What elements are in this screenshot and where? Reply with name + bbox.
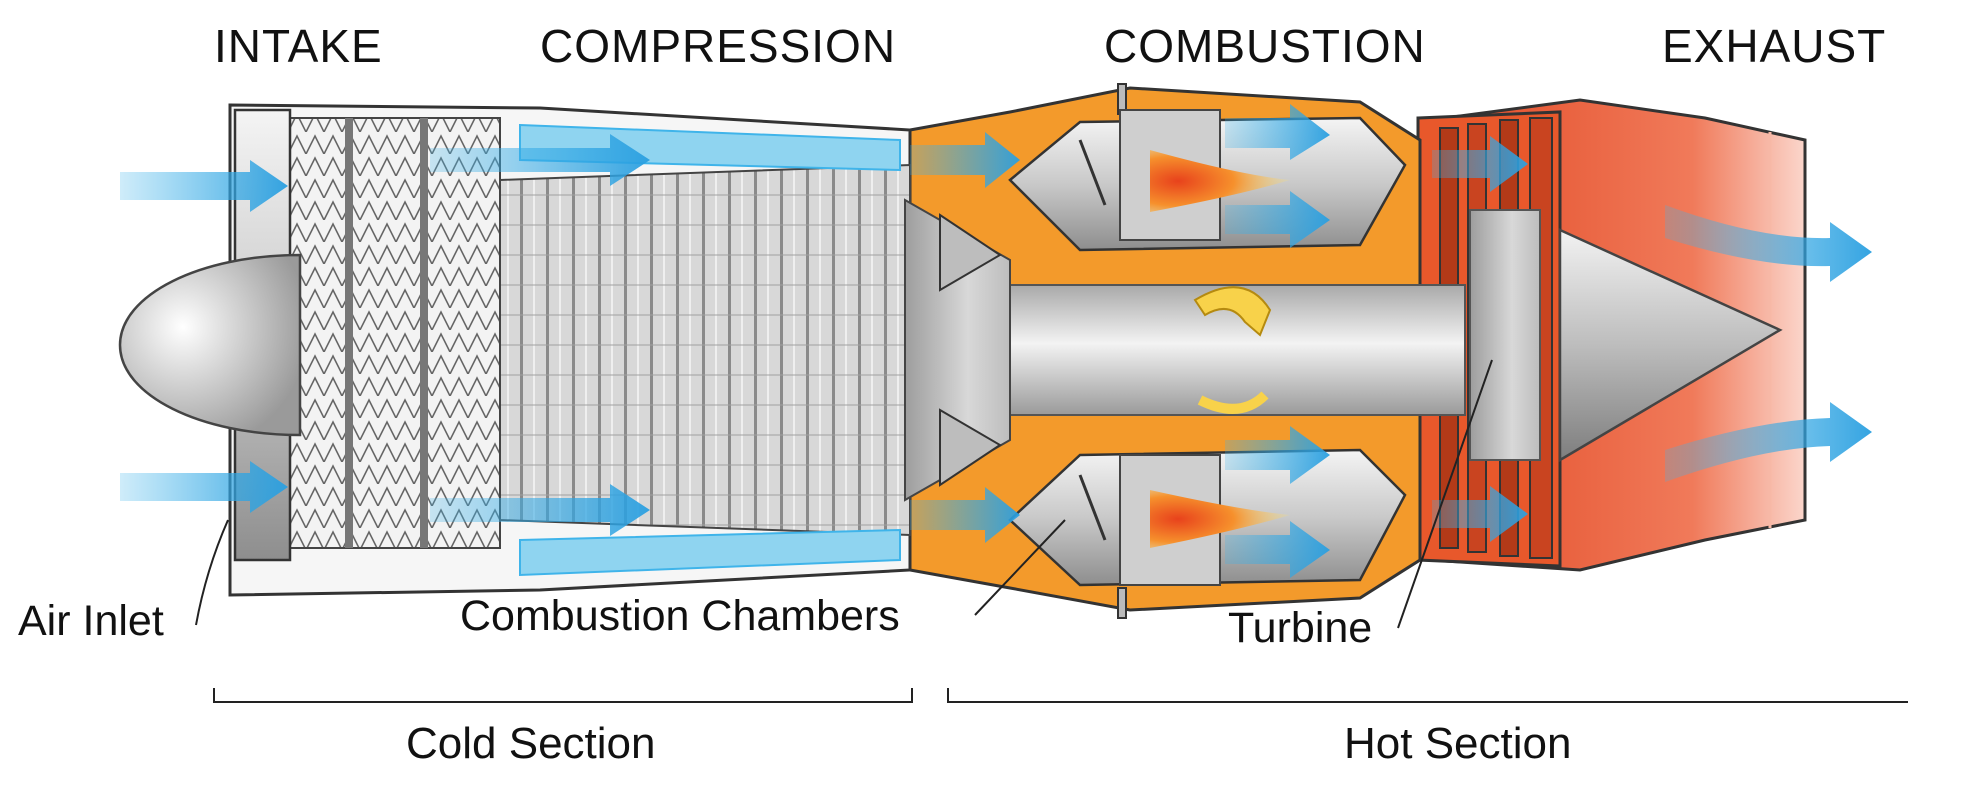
airflow-arrow [1225,191,1330,248]
airflow-arrow [120,461,288,513]
part-label-turbine: Turbine [1228,604,1372,652]
part-label-combustion-chambers: Combustion Chambers [460,592,900,640]
stage-label-exhaust: EXHAUST [1662,20,1886,72]
airflow-arrow [1665,205,1872,282]
turbine-discs [1439,117,1553,559]
airflow-arrow [1432,136,1528,192]
airflow-arrows [120,104,1872,578]
combustion-chamber-upper [1008,109,1407,252]
leader-air-inlet [195,519,229,626]
airflow-arrow [430,484,650,536]
part-label-air-inlet: Air Inlet [18,597,164,645]
airflow-arrow [1225,104,1330,160]
airflow-arrow [910,487,1020,543]
stage-label-combustion: COMBUSTION [1104,20,1426,72]
leader-turbine [1397,359,1493,629]
airflow-arrow [1432,486,1528,542]
combustion-chamber-lower [1008,448,1407,587]
airflow-arrow [910,132,1020,188]
airflow-arrow [1225,426,1330,484]
stage-label-compression: COMPRESSION [540,20,896,72]
nose-spinner [118,253,302,437]
cold-section-bracket [213,688,913,703]
compressor-drum [499,163,911,537]
leader-combustion-chambers [974,519,1066,616]
stage-label-intake: INTAKE [214,20,383,72]
hot-section-bracket [947,688,1908,703]
airflow-arrow [1225,521,1330,578]
exhaust-tail-cone [1558,228,1783,463]
airflow-arrow [1665,402,1872,482]
section-label-cold: Cold Section [406,719,655,768]
rotation-arrow [1193,286,1272,337]
airflow-arrow [120,160,288,212]
fan-blades [289,117,501,549]
section-label-hot: Hot Section [1344,719,1571,768]
airflow-arrow [430,134,650,186]
